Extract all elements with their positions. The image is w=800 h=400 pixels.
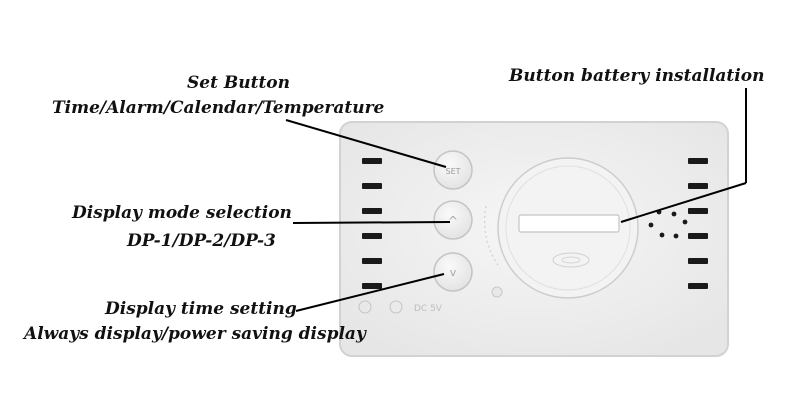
set-button-description: Time/Alarm/Calendar/Temperature bbox=[52, 98, 385, 118]
decorative-arc bbox=[484, 205, 501, 269]
time-button[interactable] bbox=[433, 252, 473, 292]
vent-slot bbox=[688, 158, 708, 164]
set-button-glyph: SET bbox=[445, 167, 460, 176]
mode-button[interactable] bbox=[433, 200, 473, 240]
screw-hole bbox=[491, 286, 503, 298]
vent-slot bbox=[362, 183, 382, 189]
battery-installation-label: Button battery installation bbox=[509, 66, 765, 86]
set-button[interactable] bbox=[433, 150, 473, 190]
power-rating-label: DC 5V bbox=[414, 304, 443, 314]
vent-slot bbox=[362, 233, 382, 239]
display-mode-options: DP-1/DP-2/DP-3 bbox=[127, 231, 276, 251]
vent-slot bbox=[688, 233, 708, 239]
vent-slot bbox=[362, 208, 382, 214]
set-button-title: Set Button bbox=[187, 73, 290, 93]
battery-lock-symbol bbox=[552, 252, 590, 268]
set-button-leader bbox=[285, 119, 447, 168]
battery-lock-symbol-inner bbox=[561, 256, 581, 264]
battery-leader-diagonal bbox=[620, 182, 747, 223]
left-vent-slots bbox=[362, 158, 382, 289]
speaker-hole bbox=[659, 232, 665, 238]
ce-mark-icon bbox=[358, 300, 372, 314]
up-arrow-icon: ^ bbox=[448, 214, 458, 228]
display-mode-title: Display mode selection bbox=[72, 203, 292, 223]
time-button-leader bbox=[295, 273, 445, 312]
right-vent-slots bbox=[688, 158, 708, 289]
vent-slot bbox=[362, 258, 382, 264]
vent-slot bbox=[362, 158, 382, 164]
speaker-hole bbox=[673, 233, 679, 239]
vent-slot bbox=[688, 258, 708, 264]
vent-slot bbox=[688, 283, 708, 289]
leader-lines bbox=[285, 88, 747, 312]
vent-slot bbox=[688, 208, 708, 214]
display-time-title: Display time setting bbox=[105, 299, 297, 319]
speaker-hole bbox=[682, 219, 688, 225]
speaker-hole bbox=[671, 211, 677, 217]
power-polarity-icon bbox=[389, 300, 403, 314]
mode-button-leader bbox=[292, 221, 451, 224]
display-time-options: Always display/power saving display bbox=[24, 324, 366, 344]
speaker-hole bbox=[648, 222, 654, 228]
speaker-holes bbox=[648, 209, 688, 239]
vent-slot bbox=[688, 183, 708, 189]
down-arrow-icon: v bbox=[450, 266, 457, 279]
battery-slot bbox=[518, 214, 620, 233]
battery-cover-rim bbox=[505, 165, 631, 291]
vent-slot bbox=[362, 283, 382, 289]
